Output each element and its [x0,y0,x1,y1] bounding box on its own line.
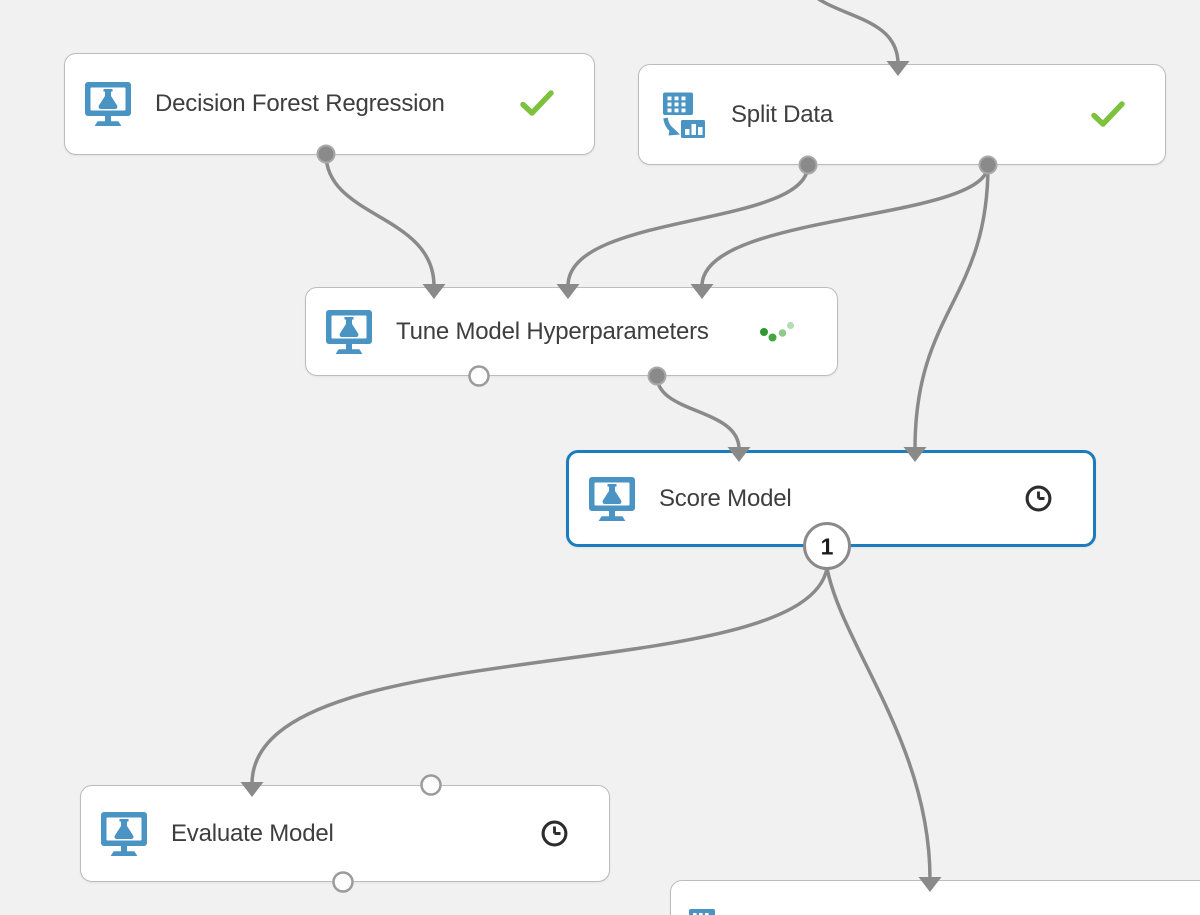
node-tune-model-hyperparameters[interactable]: Tune Model Hyperparameters [305,287,838,376]
connector-score-to-evaluate[interactable] [240,566,829,797]
check-icon [1091,100,1125,129]
clock-icon [540,819,569,848]
node-label: Score Model [659,484,792,512]
ml-module-icon [326,309,372,355]
connector-split-right-to-score[interactable] [903,163,990,462]
connector-split-left-to-tune[interactable] [556,163,810,299]
node-split-data[interactable]: Split Data [638,64,1166,165]
connector-score-to-bottom-node[interactable] [825,566,942,892]
node-evaluate-model[interactable]: Evaluate Model [80,785,610,882]
connector-decision-forest-to-tune[interactable] [324,152,446,299]
node-score-model[interactable]: Score Model [566,450,1096,547]
clock-icon [1024,484,1053,513]
node-partial-bottom[interactable] [670,880,1200,915]
node-label: Evaluate Model [171,819,334,847]
ml-module-icon [101,811,147,857]
node-label: Decision Forest Regression [155,90,445,117]
node-label: Split Data [731,100,834,128]
check-icon [520,90,554,118]
split-data-icon [659,91,707,138]
data-table-icon [689,909,717,915]
node-label: Tune Model Hyperparameters [396,317,709,345]
node-decision-forest-regression[interactable]: Decision Forest Regression [64,53,595,155]
connector-split-right-to-tune[interactable] [690,163,990,299]
running-dots-icon [759,320,797,344]
ml-module-icon [589,476,635,522]
ml-module-icon [85,82,131,127]
